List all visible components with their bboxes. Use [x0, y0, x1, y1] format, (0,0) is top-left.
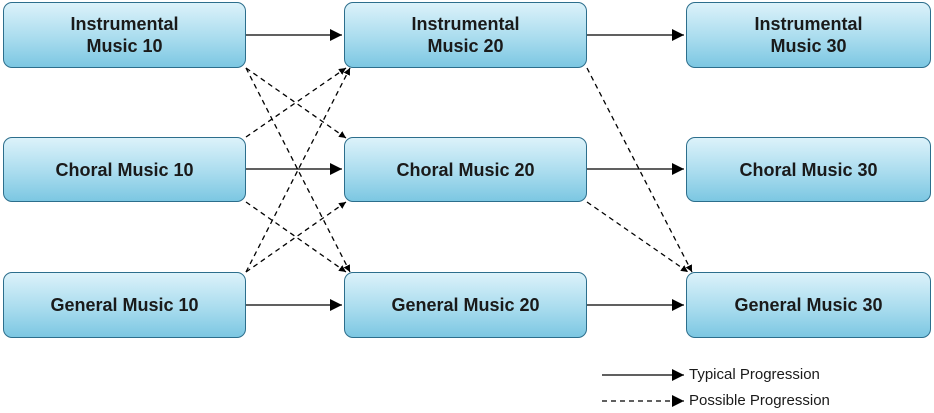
node-choral-music-30: Choral Music 30: [686, 137, 931, 202]
node-instrumental-music-30: Instrumental Music 30: [686, 2, 931, 68]
node-label: Choral Music 10: [55, 159, 194, 180]
possible-arrow-instrumental-10-to-choral-20: [245, 67, 347, 139]
possible-arrow-choral-20-to-general-30: [586, 201, 689, 273]
node-general-music-30: General Music 30: [686, 272, 931, 338]
node-label: General Music 10: [50, 295, 199, 315]
node-general-music-10: General Music 10: [3, 272, 246, 338]
node-general-music-20: General Music 20: [344, 272, 587, 338]
legend-possible-label: Possible Progression: [689, 392, 830, 409]
possible-arrow-instrumental-20-to-general-30: [586, 67, 693, 273]
node-label: Instrumental Music 20: [411, 14, 520, 56]
node-label: Choral Music 20: [396, 159, 535, 180]
possible-arrow-choral-10-to-general-20: [245, 201, 347, 273]
node-choral-music-10: Choral Music 10: [3, 137, 246, 202]
node-label: General Music 30: [734, 295, 883, 315]
node-label: Instrumental Music 10: [70, 14, 179, 56]
node-label: Instrumental Music 30: [754, 14, 863, 56]
node-instrumental-music-10: Instrumental Music 10: [3, 2, 246, 68]
legend-typical-label: Typical Progression: [689, 366, 820, 383]
node-choral-music-20: Choral Music 20: [344, 137, 587, 202]
possible-arrow-general-10-to-choral-20: [245, 201, 347, 273]
node-label: General Music 20: [391, 295, 540, 315]
possible-arrow-instrumental-10-to-general-20: [245, 67, 351, 273]
possible-arrow-choral-10-to-instrumental-20: [245, 67, 347, 138]
node-instrumental-music-20: Instrumental Music 20: [344, 2, 587, 68]
possible-arrow-general-10-to-instrumental-20: [245, 67, 351, 273]
node-label: Choral Music 30: [739, 159, 878, 180]
